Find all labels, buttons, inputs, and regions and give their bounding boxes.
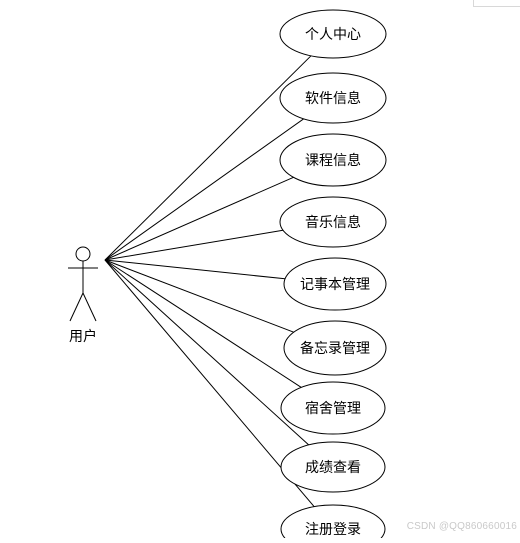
use-case-ellipse: [280, 504, 386, 543]
actor-label: 用户: [69, 328, 97, 345]
use-case-ellipse: [279, 196, 387, 248]
use-case-4: 音乐信息: [279, 196, 387, 248]
association-line: [104, 118, 304, 261]
use-case-label: 个人中心: [305, 27, 361, 43]
use-case-ellipse: [280, 441, 386, 493]
association-line: [104, 259, 315, 507]
use-case-ellipse: [283, 257, 387, 311]
use-case-5: 记事本管理: [283, 257, 387, 311]
association-line: [104, 229, 284, 261]
association-line: [104, 259, 286, 280]
use-case-ellipse: [279, 133, 387, 187]
use-case-ellipse: [279, 9, 387, 59]
use-case-label: 记事本管理: [300, 277, 370, 293]
use-case-1: 个人中心: [279, 9, 387, 59]
use-case-label: 注册登录: [305, 522, 361, 538]
use-case-label: 音乐信息: [305, 214, 361, 231]
watermark-text: CSDN @QQ860660016: [406, 521, 517, 532]
actor-left-leg: [69, 292, 84, 322]
actor-right-leg: [82, 292, 97, 322]
use-case-2: 软件信息: [279, 72, 387, 124]
actor-user: 用户: [68, 246, 98, 345]
association-line: [104, 176, 294, 261]
association-lines: [104, 55, 315, 507]
use-case-label: 成绩查看: [305, 460, 361, 476]
association-line: [104, 259, 310, 446]
use-case-ellipse: [280, 381, 386, 435]
use-case-7: 宿舍管理: [280, 381, 386, 435]
use-case-3: 课程信息: [279, 133, 387, 187]
use-case-ellipse: [279, 72, 387, 124]
use-case-9: 注册登录: [280, 504, 386, 543]
use-case-label: 宿舍管理: [305, 400, 361, 417]
association-line: [104, 259, 302, 388]
use-case-label: 备忘录管理: [300, 340, 370, 357]
use-case-8: 成绩查看: [280, 441, 386, 493]
use-case-label: 软件信息: [305, 90, 361, 107]
association-line: [104, 259, 294, 333]
use-case-6: 备忘录管理: [283, 320, 387, 376]
page-corner-mark: [473, 0, 520, 7]
use-case-label: 课程信息: [305, 152, 361, 169]
association-line: [104, 55, 312, 261]
actor-head: [75, 246, 91, 262]
use-case-ellipse: [283, 320, 387, 376]
